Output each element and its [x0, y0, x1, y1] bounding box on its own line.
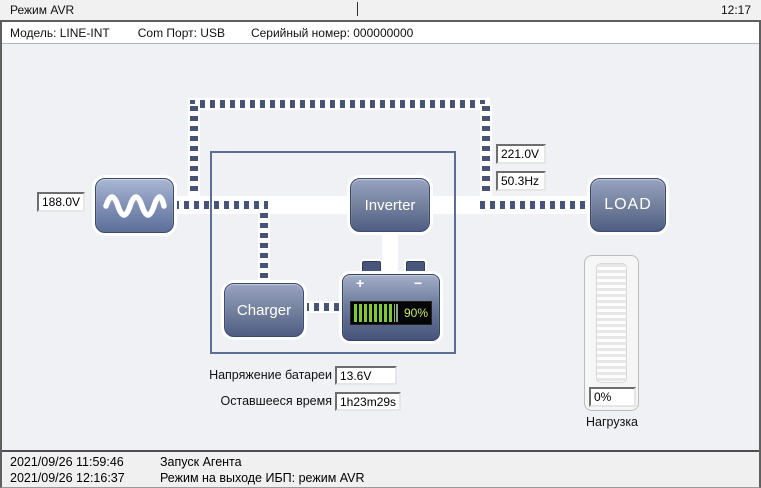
output-voltage-field: 221.0V: [496, 144, 546, 164]
window-body: Модель: LINE-INT Com Порт: USB Серийный …: [0, 22, 761, 488]
load-gauge-label: Нагрузка: [585, 415, 639, 429]
battery-voltage-field: 13.6V: [335, 366, 397, 385]
battery-charge-display: 90%: [350, 301, 432, 325]
battery-plus-sign: +: [356, 275, 365, 291]
charger-battery-dots: [302, 301, 344, 313]
pane-splitter: [357, 2, 358, 16]
load-gauge: 0%: [584, 255, 639, 411]
battery-minus-sign: −: [414, 275, 423, 291]
battery-icon: + − 90%: [342, 261, 440, 341]
log-row: 2021/09/26 12:16:37 Режим на выходе ИБП:…: [10, 470, 759, 486]
log-timestamp: 2021/09/26 11:59:46: [10, 455, 124, 469]
serial-number-info: Серийный номер: 000000000: [250, 25, 414, 40]
remaining-time-label: Оставшееся время: [220, 394, 332, 408]
load-box: LOAD: [590, 178, 666, 232]
sine-wave-icon: [102, 186, 167, 226]
output-frequency-field: 50.3Hz: [496, 171, 546, 191]
charger-box: Charger: [224, 283, 304, 337]
load-percent-field: 0%: [589, 387, 636, 407]
inverter-battery-connector: [382, 232, 398, 278]
load-label: LOAD: [604, 196, 652, 213]
charger-feed-dots: [258, 211, 270, 284]
output-flow-dots: [480, 201, 592, 209]
power-flow-diagram: Inverter Charger LOAD + − 90%: [2, 44, 759, 450]
battery-charge-percent: 90%: [403, 306, 428, 320]
model-info: Модель: LINE-INT: [10, 25, 110, 40]
log-message: Режим на выходе ИБП: режим AVR: [160, 471, 365, 485]
clock-display: 12:17: [720, 3, 751, 17]
load-gauge-meter: [596, 263, 627, 383]
ups-mode-title: Режим AVR: [10, 3, 75, 17]
inverter-box: Inverter: [350, 178, 430, 232]
log-row: 2021/09/26 11:59:46 Запуск Агента: [10, 454, 759, 470]
status-titlebar: Режим AVR 12:17: [0, 0, 761, 22]
log-message: Запуск Агента: [160, 455, 242, 469]
battery-voltage-label: Напряжение батареи: [209, 368, 332, 382]
com-port-info: Com Порт: USB: [137, 25, 225, 40]
charger-label: Charger: [236, 301, 292, 319]
inverter-label: Inverter: [364, 196, 416, 214]
input-voltage-field: 188.0V: [37, 192, 85, 212]
remaining-time-field: 1h23m29s: [335, 392, 401, 411]
battery-bar-cursor: [396, 304, 398, 322]
ups-unit-frame: [210, 151, 456, 354]
bypass-path-left: [188, 104, 200, 198]
log-timestamp: 2021/09/26 12:16:37: [10, 471, 125, 485]
input-flow-dots: [174, 201, 268, 209]
bypass-path-top: [188, 98, 490, 110]
battery-level-bars: [354, 304, 396, 322]
event-log: 2021/09/26 11:59:46 Запуск Агента 2021/0…: [2, 450, 759, 487]
ac-input-box: [95, 178, 174, 233]
bypass-path-right: [480, 104, 492, 198]
device-info-bar: Модель: LINE-INT Com Порт: USB Серийный …: [2, 22, 759, 44]
